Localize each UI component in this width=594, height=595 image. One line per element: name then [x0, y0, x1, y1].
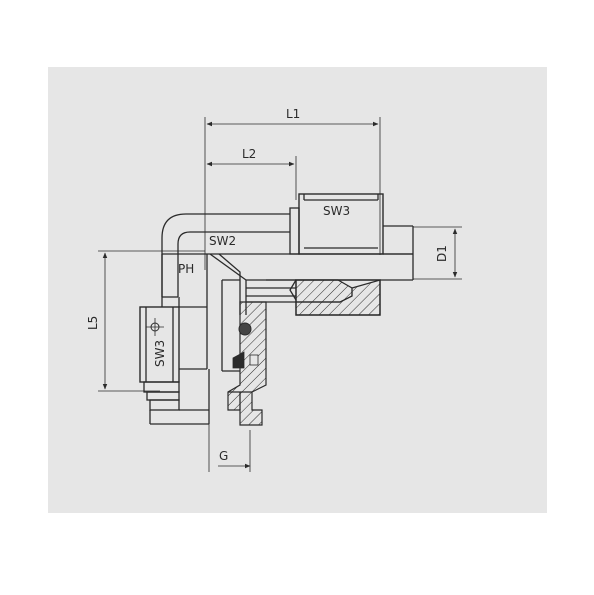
dimension-g [208, 420, 251, 472]
body-section [222, 301, 267, 426]
label-g: G [219, 449, 228, 463]
dimension-l5 [98, 250, 205, 392]
label-sw3-top: SW3 [323, 204, 350, 218]
label-sw3-left: SW3 [153, 340, 167, 367]
label-l5: L5 [86, 316, 100, 330]
dimension-d1 [413, 226, 462, 280]
elbow-body [161, 213, 290, 371]
label-sw2: SW2 [209, 234, 236, 248]
union-nut-top [289, 193, 384, 255]
center-mark-icon [146, 318, 164, 336]
label-ph: PH [178, 262, 194, 276]
label-l2: L2 [242, 147, 256, 161]
o-ring-icon [238, 322, 252, 336]
dimension-l1 [204, 117, 381, 270]
dimension-l2 [206, 156, 297, 200]
label-l1: L1 [286, 107, 300, 121]
union-nut-left [139, 297, 210, 425]
label-d1: D1 [435, 245, 449, 262]
tube-section [246, 279, 381, 316]
